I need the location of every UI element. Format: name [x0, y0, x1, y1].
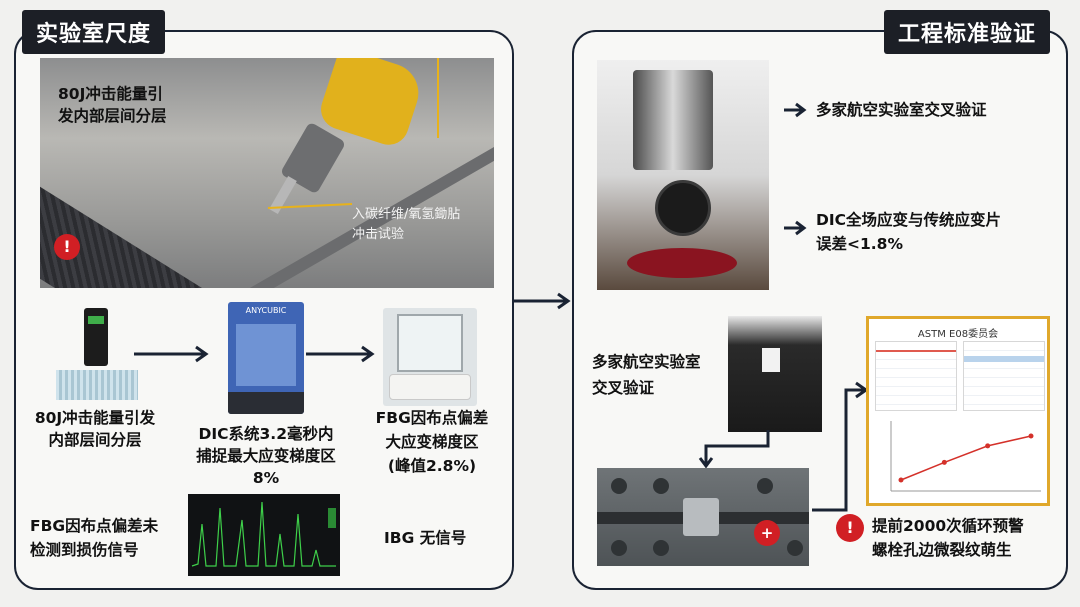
bolt-hole	[611, 478, 627, 494]
table-highlight	[876, 350, 956, 352]
resin-bottle-image	[84, 308, 108, 366]
bolt-hole	[757, 478, 773, 494]
panel-title-lab-scale: 实验室尺度	[22, 10, 166, 54]
report-title: ASTM E08委员会	[917, 329, 999, 340]
step2-line1: DIC系统3.2毫秒内	[198, 425, 334, 443]
machine-caption-line2: 交叉验证	[592, 379, 655, 397]
validation-item-1: 多家航空实验室交叉验证	[816, 101, 987, 119]
arrow-right-icon	[784, 102, 807, 118]
dial-gauge	[655, 180, 711, 236]
arrow-right-icon	[514, 292, 571, 310]
astm-report-document: ASTM E08委员会	[866, 316, 1050, 506]
data-point	[941, 459, 947, 465]
arrow-right-icon	[784, 220, 807, 236]
step3-line3: (峰值2.8%)	[387, 457, 477, 475]
printer-window	[236, 324, 296, 386]
balance-base	[389, 374, 471, 400]
3d-printer-image: ANYCUBIC	[228, 302, 304, 414]
warning-line1: 提前2000次循环预警	[872, 517, 1024, 535]
machine-caption-line1: 多家航空实验室	[592, 353, 701, 371]
bolt-hole	[653, 540, 669, 556]
photo-annotation-line2: 冲击试验	[352, 227, 405, 242]
arrow-down-icon	[698, 430, 770, 469]
bolt-hole	[611, 540, 627, 556]
data-point	[985, 443, 991, 449]
validation-item-2-line1: DIC全场应变与传统应变片	[816, 211, 1002, 229]
fbg-note-line2: 检测到损伤信号	[30, 541, 139, 559]
step1-line2: 内部层间分层	[48, 431, 142, 449]
steel-cylinder	[633, 70, 713, 170]
bolt-hole	[787, 540, 803, 556]
signal-trace	[191, 501, 336, 567]
step3-line1: FBG因布点偏差	[375, 409, 489, 427]
panel-title-engineering: 工程标准验证	[884, 10, 1051, 54]
dial-gauge-fixture-photo	[597, 60, 769, 290]
impact-test-photo	[40, 58, 494, 288]
report-table-right	[963, 341, 1045, 411]
arrow-right-icon	[134, 345, 209, 363]
alert-icon: !	[54, 234, 80, 260]
data-point	[1028, 433, 1034, 439]
ibg-label: IBG 无信号	[384, 529, 467, 547]
annotation-leader	[267, 58, 439, 209]
sample-plate	[627, 248, 737, 278]
precision-balance-image	[383, 308, 477, 406]
warning-line2: 螺栓孔边微裂纹萌生	[872, 541, 1012, 559]
report-line-chart	[877, 417, 1045, 501]
printer-brand: ANYCUBIC	[245, 306, 287, 315]
series-line	[900, 435, 1032, 481]
table-highlight	[964, 356, 1044, 362]
fbg-note-line1: FBG因布点偏差未	[30, 517, 159, 535]
photo-caption-line1: 80J冲击能量引	[58, 85, 163, 103]
bolt-clamp	[683, 498, 719, 536]
arrow-right-icon	[306, 345, 375, 363]
printer-base	[228, 392, 304, 414]
step3-line2: 大应变梯度区	[385, 433, 479, 451]
data-point	[898, 477, 904, 483]
bolt-hole	[653, 478, 669, 494]
arrow-up-icon	[812, 381, 869, 512]
report-table-left	[875, 341, 957, 411]
photo-annotation-line1: 入碳纤维/氧氢鋤胋	[352, 207, 461, 222]
step2-line3: 8%	[252, 469, 280, 487]
warning-icon: !	[836, 514, 864, 542]
photo-caption-line2: 发内部层间分层	[58, 107, 167, 125]
fiber-fabric-image	[56, 370, 138, 400]
bolted-joint-photo	[597, 468, 809, 566]
test-machine-photo	[728, 316, 822, 432]
step2-line2: 捕捉最大应变梯度区	[196, 447, 336, 465]
step1-line1: 80J冲击能量引发	[34, 409, 156, 427]
qr-tag	[762, 348, 780, 372]
balance-draft-shield	[397, 314, 463, 372]
bottle-label	[88, 316, 104, 324]
crack-marker-icon: +	[754, 520, 780, 546]
validation-item-2-line2: 误差<1.8%	[816, 235, 903, 253]
fbg-signal-plot	[188, 494, 340, 576]
